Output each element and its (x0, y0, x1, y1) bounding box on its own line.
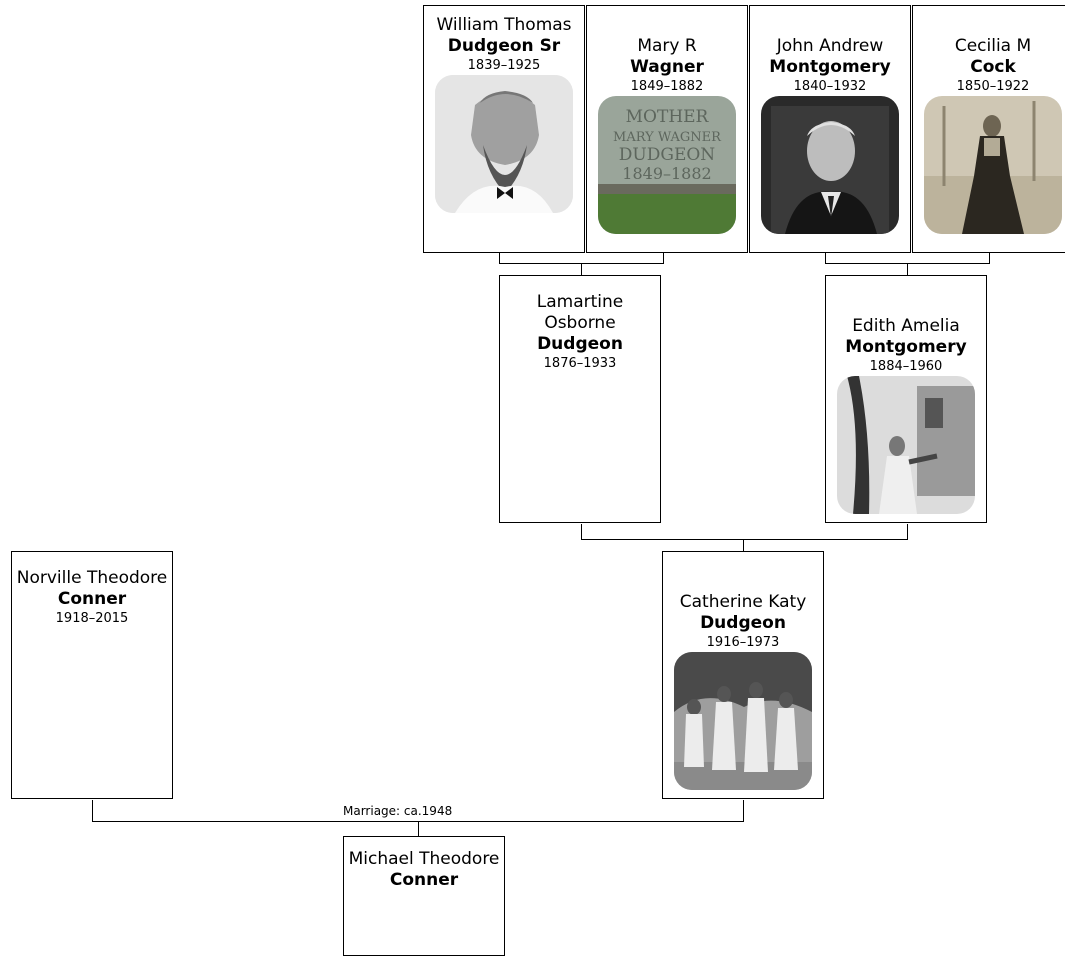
group-photo (674, 652, 812, 790)
connector-montgomery-parents (825, 248, 990, 275)
connector-catherine-parents (581, 524, 908, 551)
person-name: Catherine Katy Dudgeon (663, 552, 823, 634)
person-card-lamartine-dudgeon[interactable]: Lamartine Osborne Dudgeon 1876–1933 (499, 275, 661, 523)
first-name: Cecilia M (954, 36, 1032, 56)
person-name: John Andrew Montgomery (750, 6, 910, 78)
connector-dudgeon-parents (499, 248, 664, 275)
life-dates: 1849–1882 (630, 79, 704, 94)
stone-line: 1849–1882 (622, 164, 711, 183)
life-dates: 1850–1922 (956, 79, 1030, 94)
person-card-cecilia-cock[interactable]: Cecilia M Cock 1850–1922 (912, 5, 1065, 253)
person-card-william-dudgeon[interactable]: William Thomas Dudgeon Sr 1839–1925 (423, 5, 585, 253)
first-name: John Andrew (776, 36, 884, 56)
person-card-norville-conner[interactable]: Norville Theodore Conner 1918–2015 (11, 551, 173, 799)
person-name: William Thomas Dudgeon Sr (424, 6, 584, 57)
porch-photo (837, 376, 975, 514)
first-name: William Thomas (436, 15, 572, 35)
life-dates: 1876–1933 (543, 356, 617, 371)
marriage-label: Marriage: ca.1948 (341, 804, 455, 818)
life-dates: 1918–2015 (55, 611, 129, 626)
first-name: Norville Theodore (16, 568, 168, 588)
portrait-photo (435, 75, 573, 213)
first-name: Mary R (637, 36, 697, 56)
portrait-photo (761, 96, 899, 234)
life-dates: 1884–1960 (869, 359, 943, 374)
stone-line: DUDGEON (619, 145, 716, 165)
surname: Conner (57, 589, 127, 609)
surname: Dudgeon (700, 613, 786, 633)
gravestone-photo: MOTHER MARY WAGNER DUDGEON 1849–1882 (598, 96, 736, 234)
surname: Dudgeon (537, 334, 623, 354)
person-name: Norville Theodore Conner (12, 552, 172, 610)
person-name: Michael Theodore Conner (344, 837, 504, 891)
surname: Dudgeon Sr (447, 36, 561, 56)
life-dates: 1839–1925 (467, 58, 541, 73)
person-card-michael-conner[interactable]: Michael Theodore Conner (343, 836, 505, 956)
surname: Montgomery (769, 57, 891, 77)
life-dates: 1840–1932 (793, 79, 867, 94)
stone-line: MOTHER (626, 107, 710, 127)
surname: Conner (389, 870, 459, 890)
person-name: Cecilia M Cock (913, 6, 1065, 78)
person-name: Lamartine Osborne Dudgeon (500, 276, 660, 355)
person-name: Edith Amelia Montgomery (826, 276, 986, 358)
person-card-edith-montgomery[interactable]: Edith Amelia Montgomery 1884–1960 (825, 275, 987, 523)
first-name: Edith Amelia (852, 316, 960, 336)
life-dates: 1916–1973 (706, 635, 780, 650)
surname: Montgomery (845, 337, 967, 357)
first-name: Michael Theodore (348, 849, 500, 869)
person-name: Mary R Wagner (587, 6, 747, 78)
first-name: Lamartine Osborne (536, 292, 624, 333)
surname: Cock (970, 57, 1016, 77)
person-card-catherine-dudgeon[interactable]: Catherine Katy Dudgeon 1916–1973 (662, 551, 824, 799)
stone-line: MARY WAGNER (613, 130, 722, 145)
person-card-mary-wagner[interactable]: Mary R Wagner 1849–1882 MOTHER MARY WAGN… (586, 5, 748, 253)
first-name: Catherine Katy (679, 592, 807, 612)
portrait-photo (924, 96, 1062, 234)
person-card-john-montgomery[interactable]: John Andrew Montgomery 1840–1932 (749, 5, 911, 253)
connector-michael-parents (92, 800, 744, 836)
surname: Wagner (630, 57, 704, 77)
